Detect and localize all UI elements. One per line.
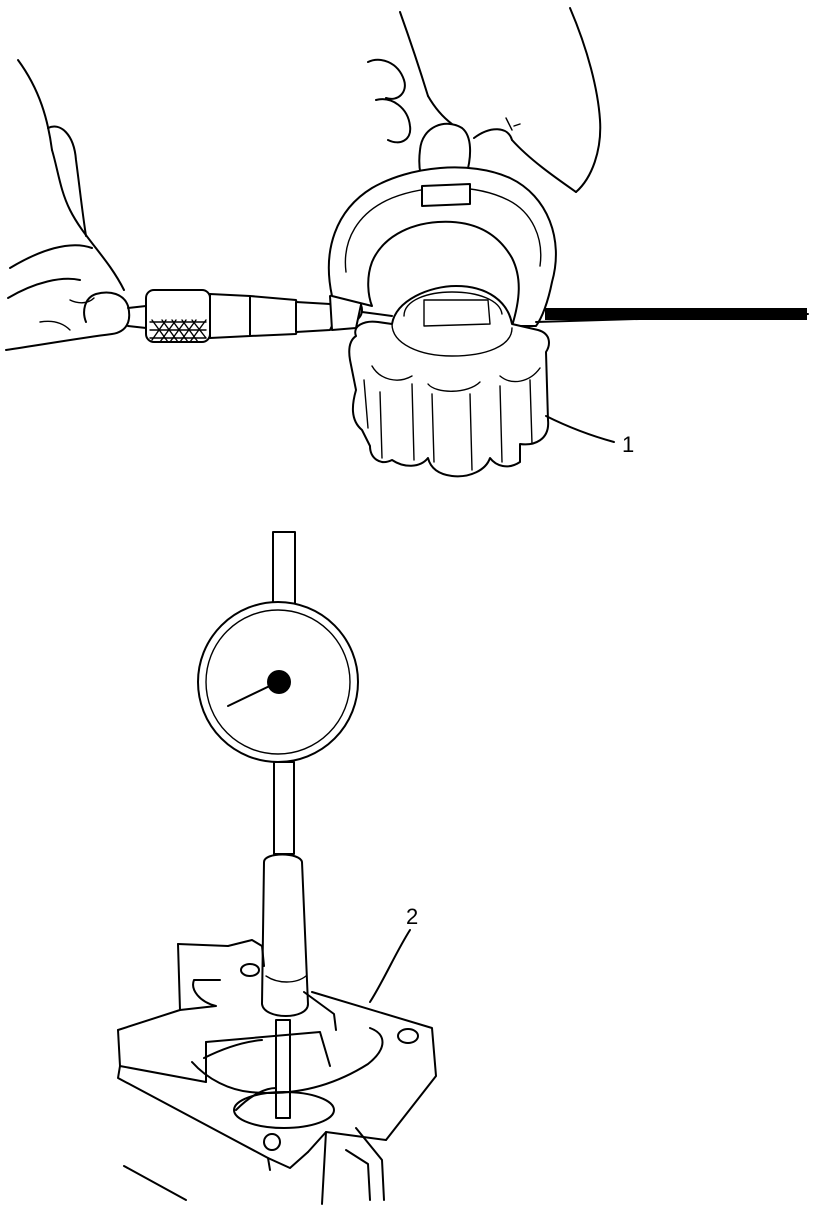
dial-indicator bbox=[197, 601, 359, 763]
leader-line-2 bbox=[369, 929, 411, 1003]
callout-label-2: 2 bbox=[406, 904, 418, 929]
part-2-housing bbox=[117, 939, 437, 1205]
micrometer-measurement-scene: 1 bbox=[5, 7, 809, 478]
left-hand-illustration bbox=[5, 59, 131, 351]
bore-gauge-measurement-scene: 2 bbox=[117, 531, 437, 1205]
part-1-rotor bbox=[348, 285, 550, 478]
gauge-upper-stem bbox=[272, 531, 296, 605]
leader-line-1 bbox=[545, 415, 615, 443]
knurled-grip bbox=[149, 319, 207, 343]
callout-label-1: 1 bbox=[622, 432, 634, 457]
dial-center-hub bbox=[267, 670, 291, 694]
micrometer-frame bbox=[327, 166, 809, 327]
gauge-handle bbox=[261, 853, 309, 1017]
right-hand-illustration bbox=[367, 7, 602, 195]
gauge-lower-stem bbox=[273, 761, 295, 855]
